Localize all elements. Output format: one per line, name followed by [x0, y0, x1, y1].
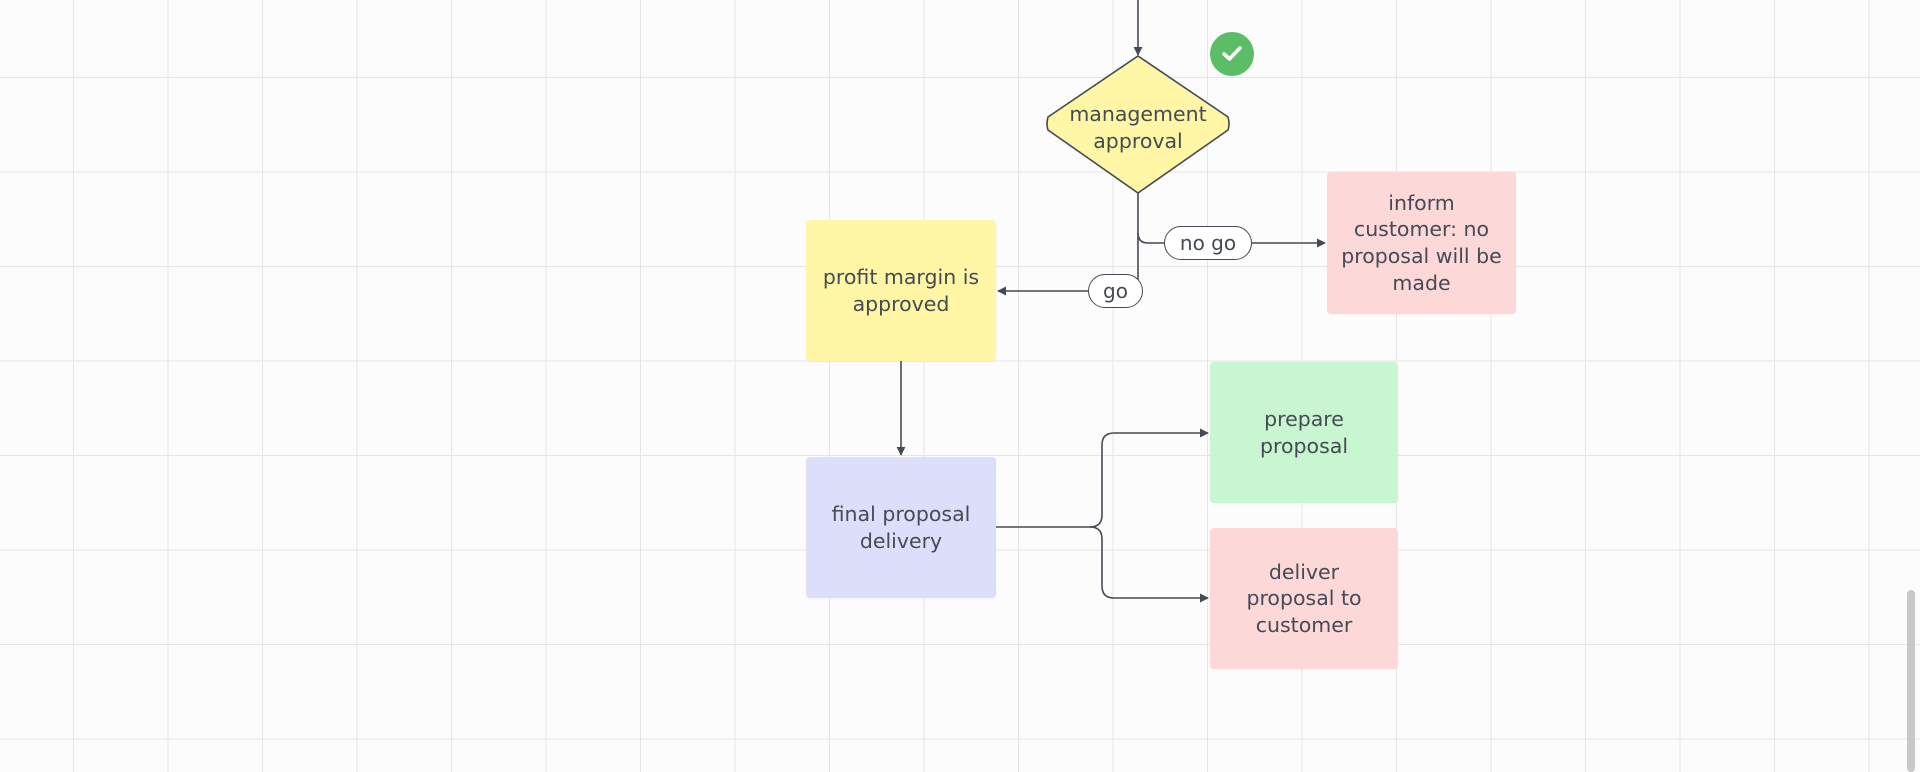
edge-label-no-go[interactable]: no go [1164, 226, 1252, 260]
decision-text: management approval [1069, 102, 1207, 153]
node-deliver-text: deliver proposal to customer [1246, 559, 1362, 637]
check-icon [1222, 46, 1242, 61]
node-final-proposal-delivery[interactable]: final proposal delivery [806, 457, 996, 598]
node-profit-margin-text: profit margin is approved [822, 264, 980, 316]
node-inform-customer[interactable]: inform customer: no proposal will be mad… [1327, 172, 1516, 314]
node-inform-customer-text: inform customer: no proposal will be mad… [1341, 190, 1502, 295]
edge-label-go[interactable]: go [1088, 274, 1143, 308]
node-deliver-proposal[interactable]: deliver proposal to customer [1210, 528, 1398, 669]
node-prepare-text: prepare proposal [1259, 406, 1349, 458]
node-prepare-proposal[interactable]: prepare proposal [1210, 362, 1398, 503]
edge-label-no-go-text: no go [1179, 231, 1237, 255]
edge-label-go-text: go [1103, 279, 1128, 303]
vertical-scrollbar[interactable] [1907, 590, 1915, 772]
connector-to-prepare[interactable] [996, 428, 1209, 528]
node-final-delivery-text: final proposal delivery [831, 501, 971, 553]
connector-to-deliver[interactable] [1089, 526, 1209, 603]
decision-label: management approval [1068, 96, 1208, 160]
approved-status-badge[interactable] [1210, 32, 1254, 76]
node-profit-margin-approved[interactable]: profit margin is approved [806, 220, 996, 361]
